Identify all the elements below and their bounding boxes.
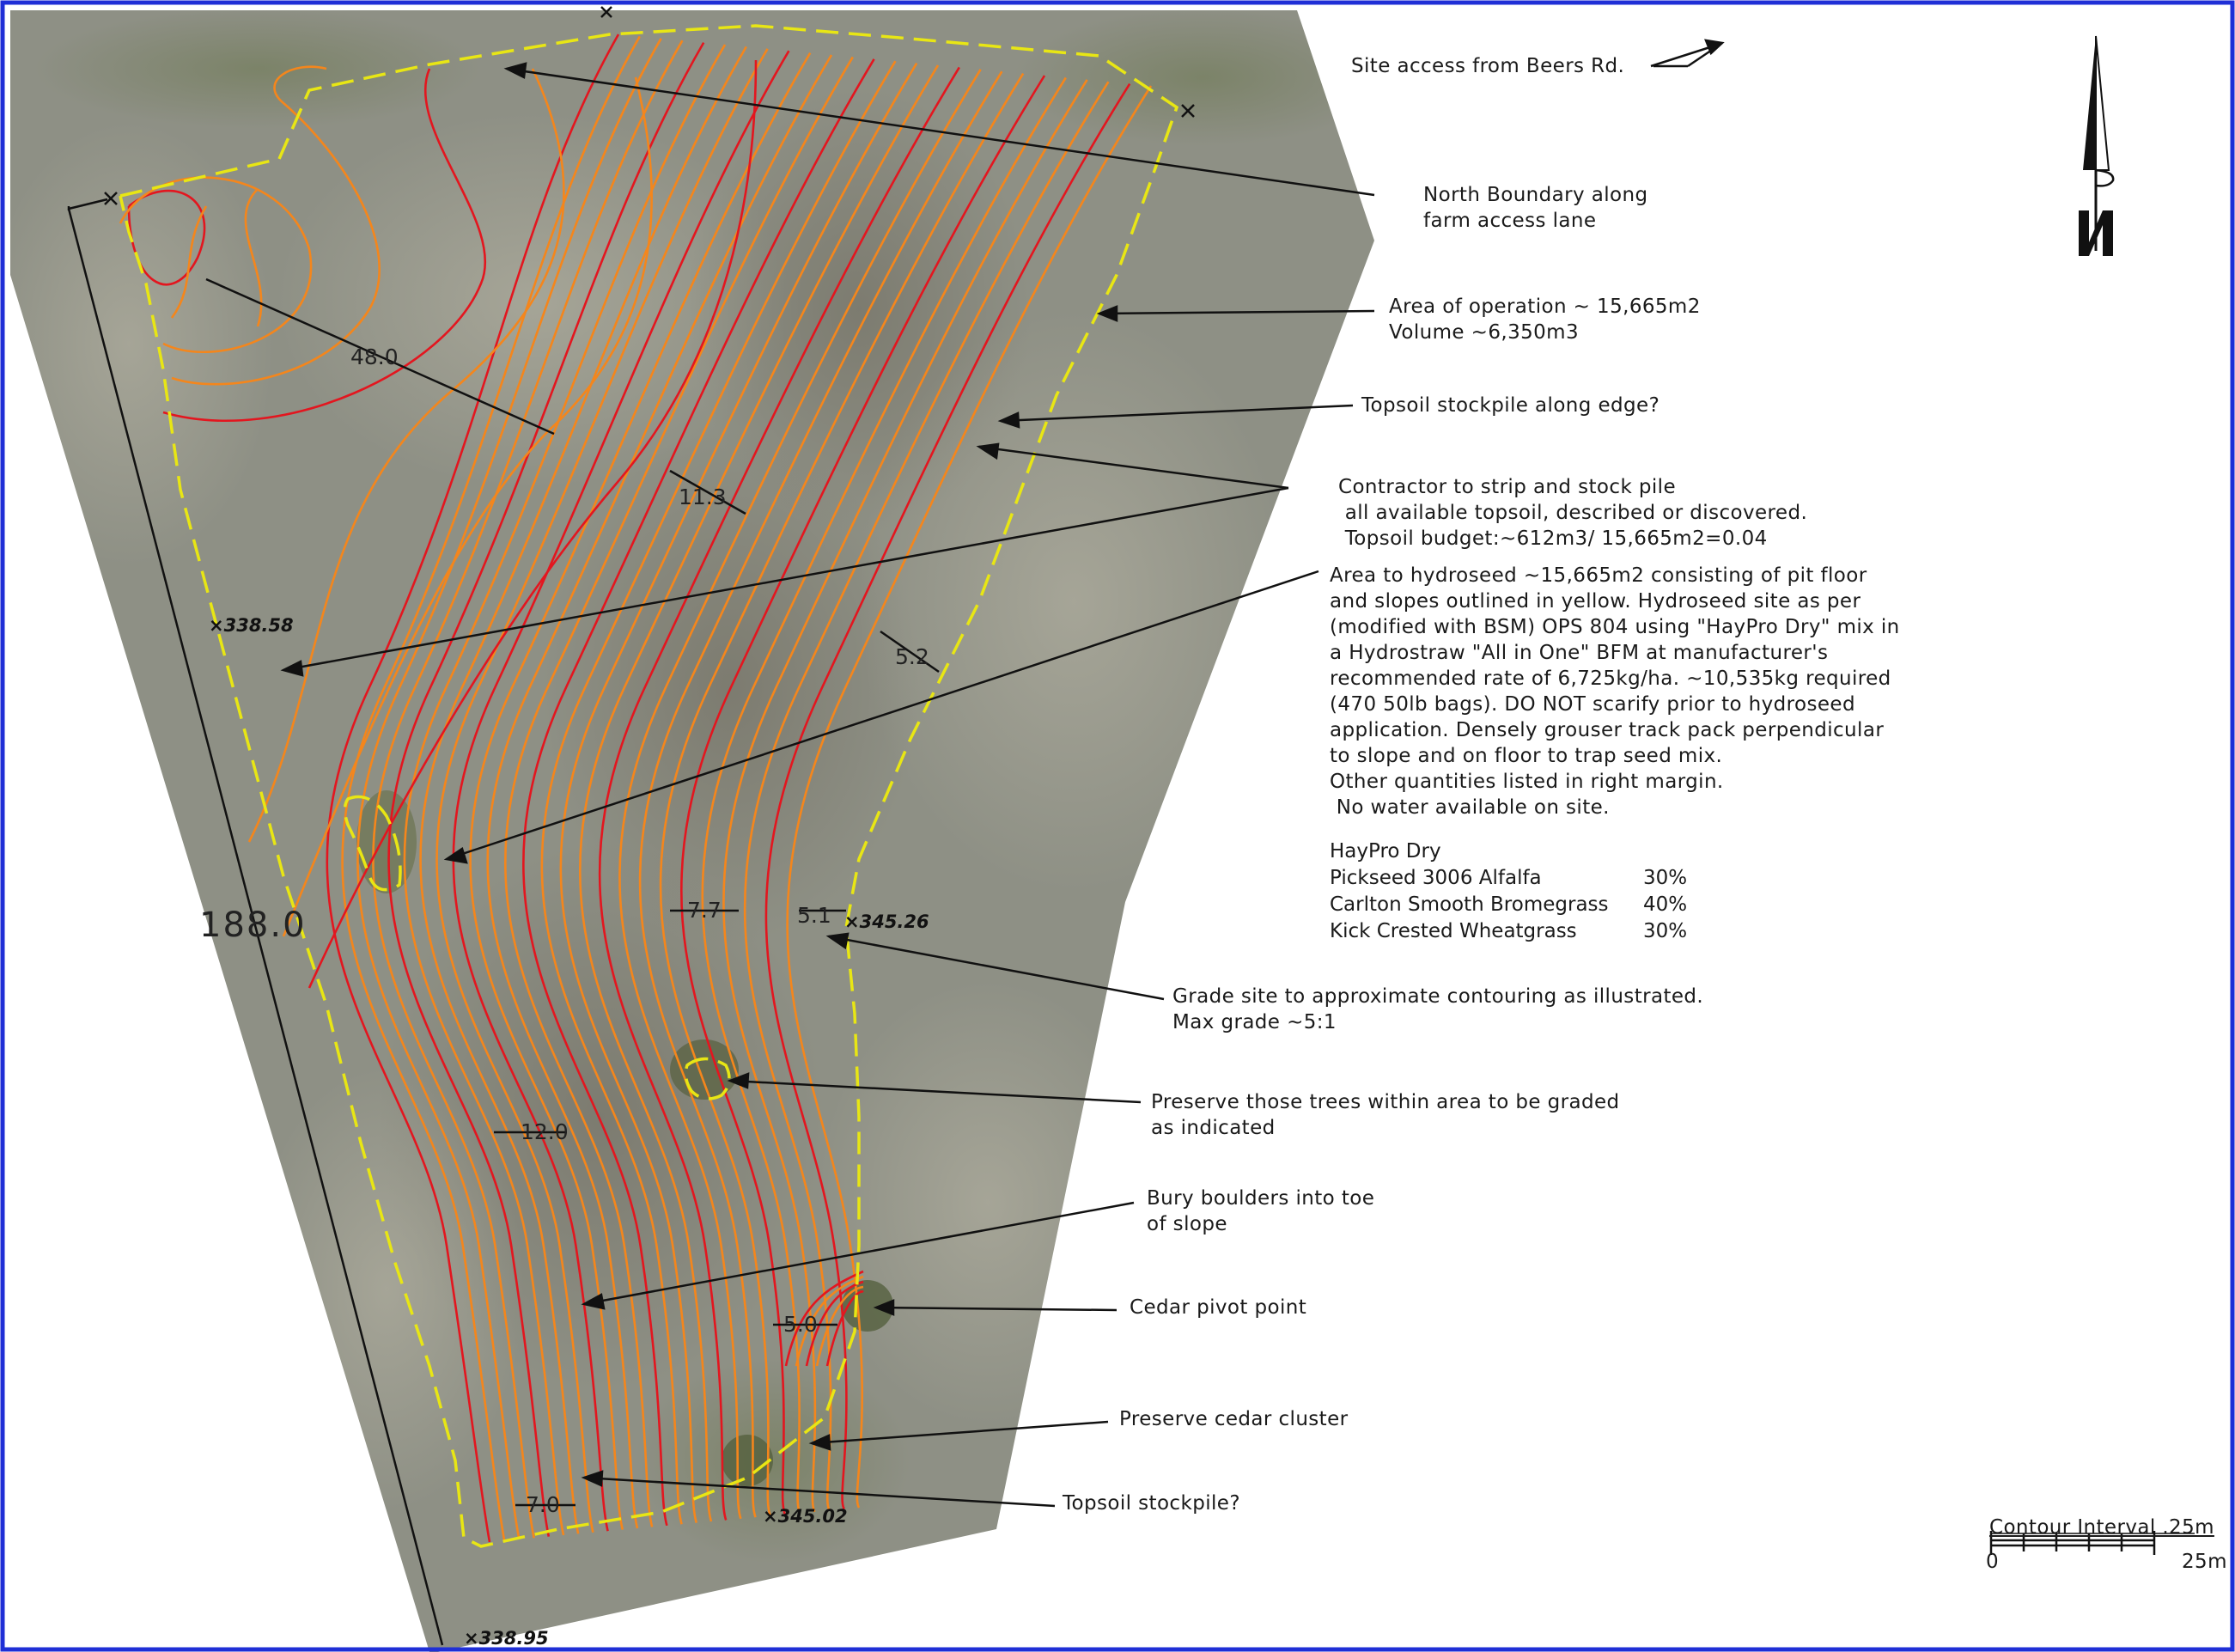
seed-mix-name: Carlton Smooth Bromegrass [1330, 893, 1609, 916]
seed-mix-pct: 30% [1643, 867, 1688, 889]
contour-line [638, 70, 1003, 1518]
contour-line [326, 34, 620, 1543]
dimension-label: 11.3 [679, 485, 727, 509]
spot-elevation-label: ×345.02 [763, 1506, 848, 1527]
dimension-label: 12.0 [521, 1119, 569, 1144]
contour-line [419, 46, 747, 1534]
contour-line [282, 76, 653, 937]
grade-note: Grade site to approximate contouring as … [1172, 985, 1704, 1033]
cedar-pivot-note: Cedar pivot point [1130, 1296, 1307, 1319]
seed-mix-title: HayPro Dry [1330, 840, 1441, 863]
contour-line [786, 85, 1153, 1509]
dimension-label: 7.0 [526, 1492, 560, 1517]
contour-line [618, 69, 982, 1520]
seed-mix-name: Pickseed 3006 Alfalfa [1330, 867, 1542, 889]
topsoil-edge-note: Topsoil stockpile along edge? [1361, 394, 1660, 417]
scale-title: Contour Interval .25m [1989, 1516, 2214, 1539]
contour-line [579, 64, 940, 1522]
contour-line [815, 1285, 864, 1367]
spot-elevations: ×338.58 ×345.26 ×345.02 ×338.95 [209, 615, 929, 1649]
contractor-note: Contractor to strip and stock pile all a… [1338, 476, 1808, 550]
contour-line [403, 44, 727, 1536]
contour-line [659, 72, 1025, 1517]
dimension-label: 5.2 [895, 644, 929, 669]
preserve-trees-note: Preserve those trees within area to be g… [1151, 1091, 1620, 1139]
contour-line [825, 1290, 864, 1367]
scale-end: 25m [2182, 1551, 2227, 1573]
contour-line [540, 60, 897, 1525]
spot-elevation-label: ×345.26 [844, 911, 929, 932]
seed-mix-pct: 30% [1643, 920, 1688, 942]
contour-line [743, 81, 1110, 1511]
survey-marks [104, 6, 1195, 205]
contour-line [356, 38, 662, 1540]
contour-line [469, 52, 812, 1530]
dimension-label: 7.7 [687, 898, 722, 923]
contour-line [435, 48, 769, 1533]
contour-line [387, 41, 705, 1537]
dimension-labels: 48.0 11.3 5.2 7.7 5.1 12.0 5.0 7.0 188.0 [199, 344, 929, 1517]
dimension-lines [67, 198, 940, 1646]
contour-line [559, 62, 918, 1523]
spot-elevation-label: ×338.95 [464, 1628, 549, 1649]
contour-line [171, 65, 381, 386]
contour-line [522, 58, 875, 1527]
contour-line [722, 79, 1088, 1513]
contour-line [784, 1270, 864, 1367]
contour-line [701, 76, 1067, 1514]
topsoil-stockpile-note: Topsoil stockpile? [1063, 1492, 1240, 1515]
contour-line [486, 54, 833, 1529]
contour-line [795, 1275, 864, 1367]
contour-line [372, 40, 684, 1539]
contour-line [244, 188, 263, 327]
north-arrow-icon [2079, 35, 2115, 256]
contour-line [341, 35, 641, 1541]
scale-bar [1989, 1531, 2195, 1555]
contour-line [503, 56, 854, 1527]
spot-elevation-label: ×338.58 [209, 615, 294, 636]
dimension-label: 48.0 [350, 344, 399, 369]
site-access-note: Site access from Beers Rd. [1351, 55, 1625, 77]
contour-line [598, 66, 960, 1521]
seed-mix-pct: 40% [1643, 893, 1688, 916]
work-area-boundary [119, 24, 1179, 1548]
contour-line [452, 50, 790, 1532]
contour-line [247, 68, 565, 843]
contour-line [170, 205, 208, 319]
dimension-label: 5.1 [797, 903, 831, 928]
contour-lines [119, 34, 1153, 1543]
preserve-cedar-note: Preserve cedar cluster [1119, 1408, 1349, 1430]
leader-lines [280, 39, 1725, 1508]
contour-line [764, 82, 1131, 1510]
contour-line [308, 59, 758, 989]
contour-line [119, 176, 313, 354]
hydroseed-note: Area to hydroseed ~15,665m2 consisting o… [1330, 564, 1900, 819]
contour-line [162, 68, 487, 422]
scale-start: 0 [1986, 1551, 2000, 1573]
dimension-label: 5.0 [783, 1312, 818, 1337]
seed-mix-name: Kick Crested Wheatgrass [1330, 920, 1577, 942]
dimension-label-long: 188.0 [199, 905, 307, 945]
contour-line [680, 75, 1046, 1515]
